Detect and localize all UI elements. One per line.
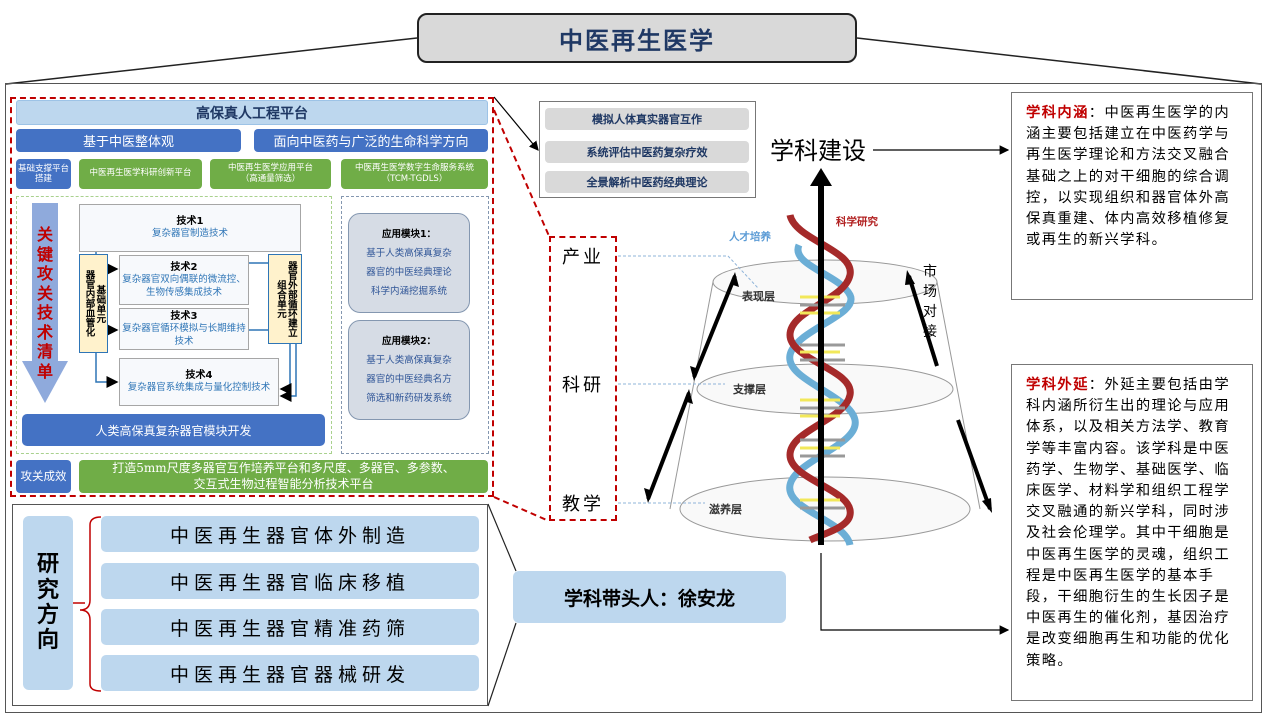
module-development-bar: 人类高保真复杂器官模块开发 [22, 414, 325, 446]
discipline-building-label: 学科建设 [770, 137, 866, 165]
combination-unit: 组合单元 器官外部循环建立 [268, 254, 302, 344]
result-line-1: 打造5mm尺度多器官互作培养平台和多尺度、多器官、多参数、 [112, 460, 455, 475]
platform-direction-1: 基于中医整体观 [16, 129, 241, 152]
feature-item: 系统评估中医药复杂疗效 [545, 141, 749, 163]
basic-unit-col1: 基础单元 [94, 284, 106, 323]
app-2-title: 应用模块2： [381, 336, 437, 347]
app-1-line2: 器官的中医经典理论 [366, 267, 452, 278]
platform-section [10, 97, 494, 497]
application-module-1: 应用模块1： 基于人类高保真复杂 器官的中医经典理论 科学内涵挖掘系统 [348, 213, 470, 313]
strand-research-label: 科学研究 [836, 216, 878, 228]
research-direction-item: 中医再生器官精准药筛 [101, 609, 479, 645]
tech-2-desc: 复杂器官双向偶联的微流控、生物传感集成技术 [122, 274, 246, 298]
tech-1-desc: 复杂器官制造技术 [151, 228, 228, 240]
title-connector-right [856, 37, 1262, 85]
subplatform-2-line2: （高通量筛选） [240, 174, 301, 184]
research-direction-item: 中医再生器官体外制造 [101, 516, 479, 552]
subplatform-1-text: 中医再生医学科研创新平台 [89, 168, 192, 179]
connotation-text: ：中医再生医学的内涵主要包括建立在中医药学与再生医学理论和方法交叉融合基础之上的… [1026, 105, 1231, 249]
research-direction-item: 中医再生器官临床移植 [101, 563, 479, 599]
research-direction-item: 中医再生器官器械研发 [101, 655, 479, 691]
app-2-line3: 筛选和新药研发系统 [366, 393, 452, 404]
research-directions-label: 研究方向 [23, 516, 73, 690]
tech-1: 技术1 复杂器官制造技术 [79, 204, 301, 252]
combination-unit-col2: 组合单元 [275, 280, 286, 318]
tech-4-desc: 复杂器官系统集成与量化控制技术 [127, 382, 271, 394]
research-label-text: 研究方向 [36, 552, 59, 654]
application-area [341, 196, 489, 454]
application-module-2: 应用模块2： 基于人类高保真复杂 器官的中医经典名方 筛选和新药研发系统 [348, 320, 470, 420]
extension-text: ：外延主要包括由学科内涵所衍生出的理论与应用体系，以及相关方法学、教育学等丰富内… [1026, 377, 1231, 669]
down-arrow-icon [22, 203, 68, 403]
app-2-line1: 基于人类高保真复杂 [366, 355, 452, 366]
key-tech-label: 关键攻关技术清单 [36, 225, 53, 381]
research-frame [12, 504, 488, 706]
layer-nourishing: 滋养层 [709, 503, 742, 516]
layer-support: 支撑层 [733, 383, 766, 396]
tech-4: 技术4 复杂器官系统集成与量化控制技术 [119, 358, 279, 406]
layer-presentation: 表现层 [742, 290, 775, 303]
base-support-label: 基础支撑平台搭建 [16, 159, 71, 189]
platform-title: 高保真人工程平台 [16, 100, 488, 125]
tech-2: 技术2 复杂器官双向偶联的微流控、生物传感集成技术 [119, 255, 249, 305]
result-line-2: 交互式生物过程智能分析技术平台 [193, 476, 374, 491]
subplatform-3-line2: （TCM-TGDLS） [381, 174, 448, 184]
combination-unit-col1: 器官外部循环建立 [285, 261, 297, 337]
subplatform-2-line1: 中医再生医学应用平台 [227, 162, 313, 173]
app-1-title: 应用模块1： [381, 229, 437, 240]
feature-item: 模拟人体真实器官互作 [545, 108, 749, 130]
extension-box: 学科外延：外延主要包括由学科内涵所衍生出的理论与应用体系，以及相关方法学、教育学… [1011, 364, 1253, 701]
subplatform-2: 中医再生医学应用平台（高通量筛选） [210, 159, 331, 189]
tech-4-title: 技术4 [185, 370, 213, 382]
connotation-box: 学科内涵：中医再生医学的内涵主要包括建立在中医药学与再生医学理论和方法交叉融合基… [1011, 92, 1253, 300]
market-docking-label: 市场对接 [923, 262, 941, 342]
tech-area [16, 196, 332, 454]
feature-item: 全景解析中医药经典理论 [545, 171, 749, 193]
subplatform-1: 中医再生医学科研创新平台 [79, 159, 202, 189]
app-2-line2: 器官的中医经典名方 [366, 374, 452, 385]
app-1-line3: 科学内涵挖掘系统 [370, 286, 447, 297]
basic-unit: 器官内部血管化 基础单元 [79, 254, 108, 353]
market-text: 市场对接 [923, 264, 937, 340]
main-frame [5, 83, 1262, 713]
extension-heading: 学科外延 [1026, 377, 1089, 393]
tech-2-title: 技术2 [170, 262, 198, 274]
subplatform-3-line1: 中医再生医学数字生命服务系统 [354, 162, 474, 173]
page-title: 中医再生医学 [417, 13, 857, 63]
domain-teaching: 教学 [562, 494, 604, 515]
tech-3: 技术3 复杂器官循环模拟与长期维持技术 [119, 308, 249, 350]
platform-direction-2: 面向中医药与广泛的生命科学方向 [254, 129, 488, 152]
subplatform-3: 中医再生医学数字生命服务系统（TCM-TGDLS） [341, 159, 488, 189]
tech-3-desc: 复杂器官循环模拟与长期维持技术 [122, 323, 246, 347]
domain-industry: 产业 [562, 247, 604, 268]
result-tag: 攻关成效 [16, 460, 71, 493]
discipline-leader: 学科带头人：徐安龙 [513, 571, 786, 623]
connotation-heading: 学科内涵 [1026, 105, 1089, 121]
basic-unit-col2: 器官内部血管化 [83, 270, 95, 337]
tech-1-title: 技术1 [176, 216, 204, 228]
strand-talent-label: 人才培养 [729, 231, 771, 243]
domain-labels-frame [549, 236, 617, 521]
result-bar: 打造5mm尺度多器官互作培养平台和多尺度、多器官、多参数、 交互式生物过程智能分… [79, 460, 488, 493]
title-connector-left [5, 37, 418, 85]
tech-3-title: 技术3 [170, 311, 198, 323]
app-1-line1: 基于人类高保真复杂 [366, 248, 452, 259]
domain-research: 科研 [562, 375, 604, 396]
